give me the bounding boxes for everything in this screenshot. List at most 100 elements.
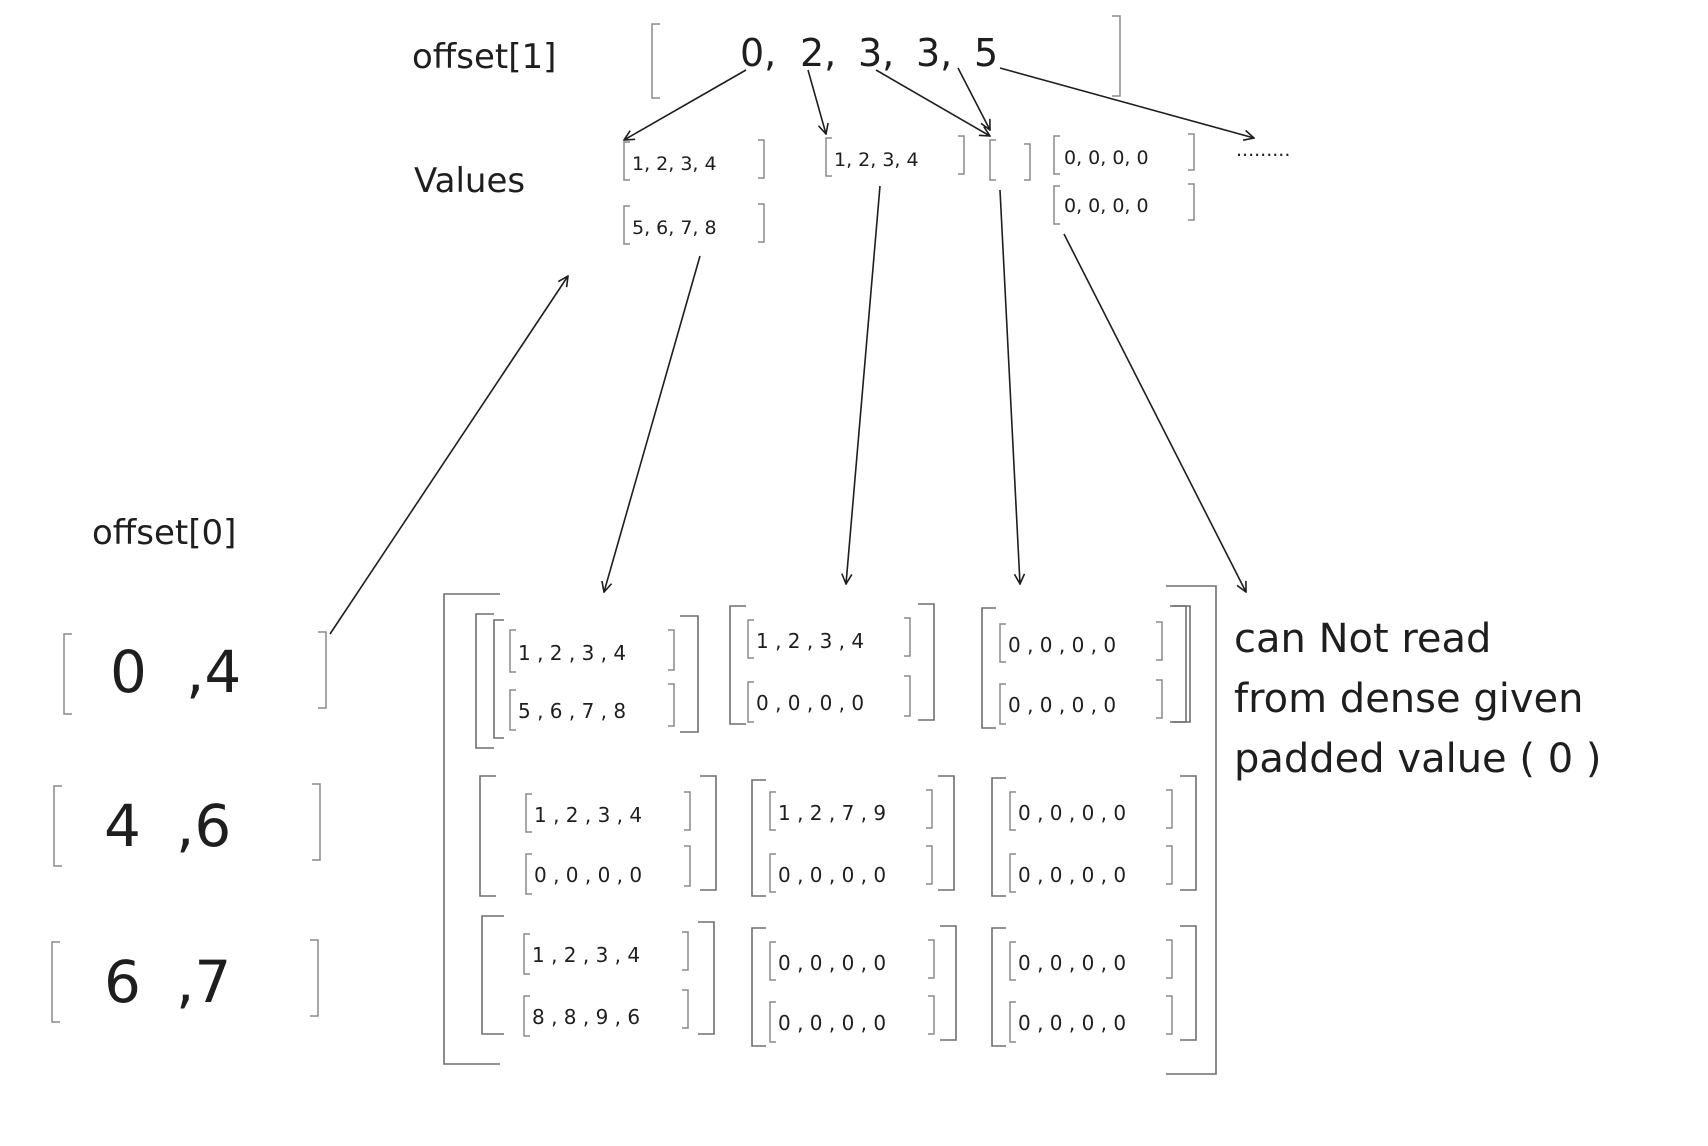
arrow-offset0-to-values	[329, 276, 568, 635]
bracket-right	[958, 135, 965, 175]
bracket-right	[310, 939, 319, 1017]
dense-cell-2-1: 0 , 0 , 0 , 0 0 , 0 , 0 , 0	[751, 925, 957, 1047]
bracket-right	[904, 617, 911, 657]
bracket-left	[769, 1001, 776, 1043]
values-group: Values 1, 2, 3, 4 5, 6, 7, 8 1, 2, 3, 4 …	[414, 133, 1290, 245]
bracket-left	[1009, 1001, 1016, 1043]
bracket-right	[940, 925, 957, 1041]
bracket-right	[1188, 133, 1195, 171]
bracket-left	[1009, 941, 1016, 981]
offset1-left-bracket	[651, 23, 660, 99]
values-row: 1, 2, 3, 4	[834, 149, 919, 171]
dense-row: 0 , 0 , 0 , 0	[756, 691, 864, 715]
offset1-value-4: 5	[974, 31, 998, 75]
bracket-left	[682, 931, 689, 971]
offset0-start: 6	[104, 948, 141, 1016]
offset0-row-1: 4 ,6	[53, 783, 321, 867]
dense-row: 0 , 0 , 0 , 0	[778, 863, 886, 887]
bracket-left	[523, 995, 530, 1037]
bracket-right	[1166, 939, 1173, 979]
arrow-values1-to-dense	[846, 185, 881, 584]
values-row: 5, 6, 7, 8	[632, 217, 717, 239]
dense-row: 0 , 0 , 0 , 0	[534, 863, 642, 887]
offset1-value-0: 0,	[740, 31, 776, 75]
bracket-right	[312, 783, 321, 861]
offset1-value-2: 3,	[858, 31, 894, 75]
dense-row: 1 , 2 , 3 , 4	[756, 629, 864, 653]
arrow-offset1-3a-to-values	[875, 69, 990, 136]
bracket-left	[825, 137, 832, 177]
arrows	[329, 67, 1254, 635]
bracket-left	[509, 689, 516, 731]
bracket-left	[991, 927, 1006, 1047]
bracket-left	[481, 915, 504, 1035]
offset1-value-3: 3,	[916, 31, 952, 75]
offset0-end: ,6	[176, 792, 231, 860]
bracket-left	[769, 941, 776, 981]
values-row: 0, 0, 0, 0	[1064, 195, 1149, 217]
bracket-right	[1172, 605, 1191, 723]
more-ellipsis: .........	[1236, 139, 1290, 161]
dense-row: 0 , 0 , 0 , 0	[1018, 1011, 1126, 1035]
bracket-right	[668, 683, 675, 727]
bracket-right	[1188, 183, 1195, 221]
bracket-left	[751, 927, 766, 1047]
bracket-right	[1180, 775, 1197, 891]
offset0-row-2: 6 ,7	[51, 939, 319, 1023]
dense-cell-0-1: 1 , 2 , 3 , 4 0 , 0 , 0 , 0	[729, 603, 935, 725]
offset0-start: 0	[110, 638, 147, 706]
bracket-right	[680, 615, 699, 733]
bracket-left	[751, 779, 766, 897]
arrow-offset1-3b-to-values	[957, 67, 990, 130]
bracket-left	[729, 605, 746, 725]
bracket-right	[926, 789, 933, 829]
bracket-left	[747, 681, 754, 723]
bracket-right	[1166, 789, 1173, 829]
bracket-left	[999, 623, 1006, 663]
dense-row: 1 , 2 , 3 , 4	[534, 803, 642, 827]
bracket-left	[769, 791, 776, 831]
dense-cell-1-2: 0 , 0 , 0 , 0 0 , 0 , 0 , 0	[991, 775, 1197, 897]
bracket-left	[1009, 791, 1016, 831]
bracket-right	[904, 675, 911, 717]
values-block-2-empty	[989, 139, 1031, 181]
values-label: Values	[414, 161, 525, 201]
dense-row: 0 , 0 , 0 , 0	[1018, 801, 1126, 825]
dense-row: 0 , 0 , 0 , 0	[778, 951, 886, 975]
bracket-right	[928, 995, 935, 1035]
note-line-3: padded value ( 0 )	[1234, 736, 1601, 782]
bracket-right	[918, 603, 935, 721]
offset0-start: 4	[104, 792, 141, 860]
bracket-left	[525, 793, 532, 833]
bracket-right	[684, 791, 691, 831]
values-block-3: 0, 0, 0, 0 0, 0, 0, 0	[1053, 133, 1195, 225]
dense-cell-2-2: 0 , 0 , 0 , 0 0 , 0 , 0 , 0	[991, 925, 1197, 1047]
bracket-right	[684, 845, 691, 887]
bracket-left	[475, 613, 494, 749]
padding-note: can Not read from dense given padded val…	[1234, 616, 1601, 782]
bracket-left	[51, 941, 60, 1023]
bracket-left	[981, 607, 996, 729]
offset1-group: offset[1] 0, 2, 3, 3, 5	[412, 15, 1121, 99]
bracket-left	[525, 853, 532, 895]
bracket-left	[1009, 853, 1016, 893]
bracket-right	[1170, 605, 1187, 723]
bracket-left	[747, 619, 754, 659]
bracket-right	[1156, 679, 1163, 719]
bracket-left	[509, 629, 516, 673]
offset1-right-bracket	[1112, 15, 1121, 97]
offset0-end: ,7	[176, 948, 231, 1016]
bracket-right	[1166, 845, 1173, 885]
dense-cell-1-1: 1 , 2 , 7 , 9 0 , 0 , 0 , 0	[751, 775, 955, 897]
bracket-right	[758, 139, 765, 179]
values-block-1: 1, 2, 3, 4	[825, 135, 965, 177]
bracket-left	[493, 619, 504, 739]
bracket-right	[698, 921, 715, 1035]
values-block-0: 1, 2, 3, 4 5, 6, 7, 8	[623, 139, 765, 245]
bracket-right	[938, 775, 955, 891]
offset0-row-0: 0 ,4	[63, 631, 327, 715]
bracket-right	[926, 845, 933, 885]
dense-row: 0 , 0 , 0 , 0	[1008, 693, 1116, 717]
offset1-value-1: 2,	[800, 31, 836, 75]
offset0-group: offset[0] 0 ,4 4 ,6 6 ,7	[51, 513, 327, 1023]
